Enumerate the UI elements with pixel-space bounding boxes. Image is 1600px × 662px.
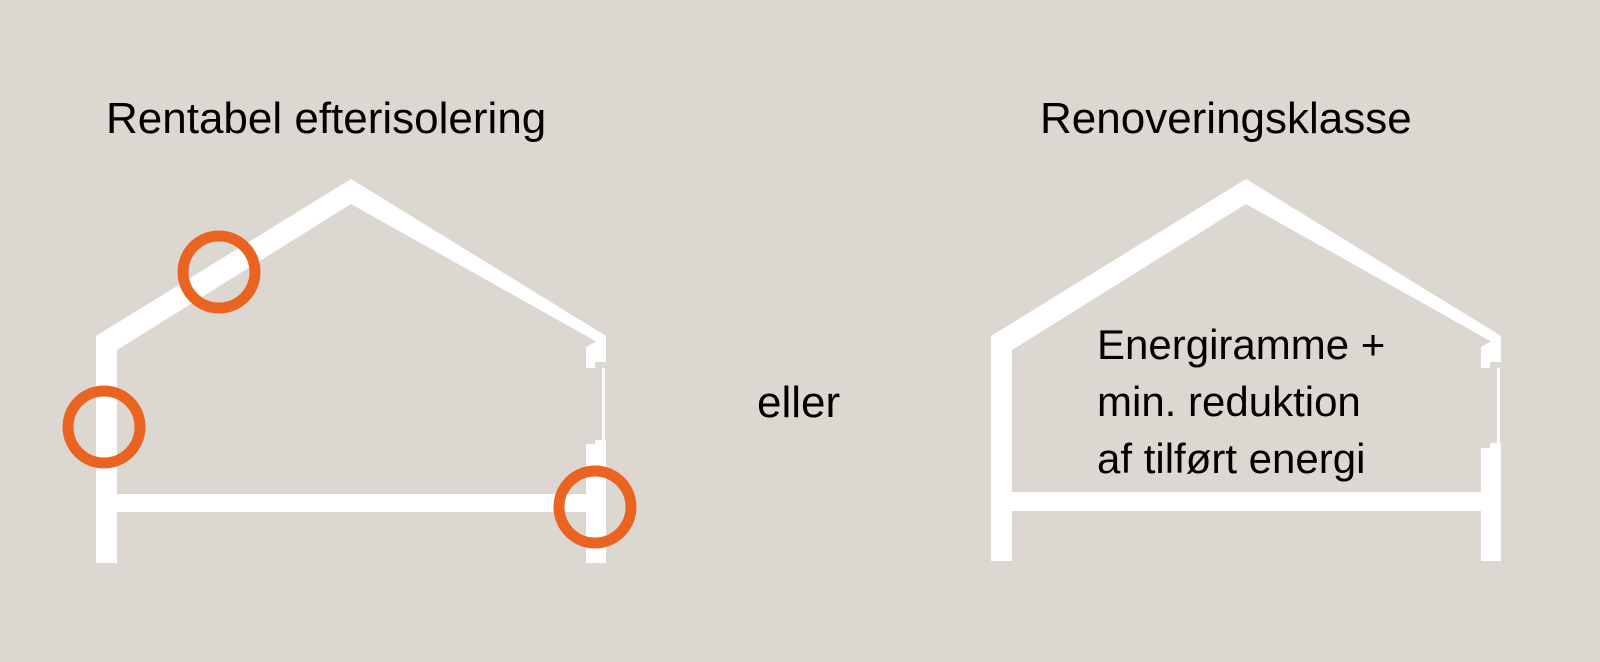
marker-wall-icon [62,385,146,469]
left-panel-title: Rentabel efterisolering [106,94,547,143]
house-outline-left [96,179,606,563]
house-outline-right [991,179,1501,561]
description-line: Energiramme + [1097,321,1386,368]
description-line: af tilført energi [1097,435,1366,482]
description-line: min. reduktion [1097,378,1361,425]
right-panel-title: Renoveringsklasse [1040,94,1412,143]
renovation-class-description: Energiramme + min. reduktion af tilført … [1097,316,1385,487]
marker-foundation-icon [553,465,637,549]
insulation-markers [62,230,637,549]
marker-roof-icon [177,230,261,314]
connector-label: eller [757,378,841,427]
